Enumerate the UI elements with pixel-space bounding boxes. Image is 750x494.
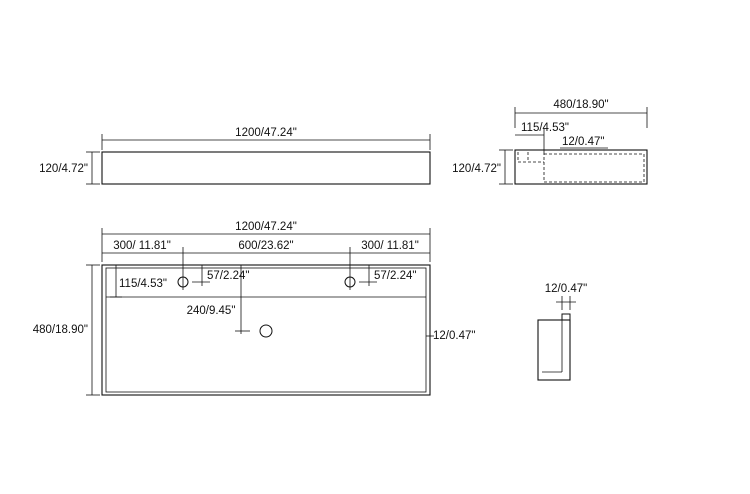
top-view: 1200/47.24" 300/ 11.81" 600/23.62" 300/ … [33,221,475,396]
side-view-hidden-basin [543,153,645,183]
side-wall-label: 12/0.47" [562,136,604,148]
side-offset-label: 115/4.53" [521,122,569,134]
front-view: 1200/47.24" 120/4.72" [39,127,431,185]
side-view-hidden-step [517,152,544,163]
top-hole-offset-label: 115/4.53" [119,278,167,290]
top-drain-label: 240/9.45" [187,305,236,317]
drain-hole [259,324,273,338]
front-width-label: 1200/47.24" [235,127,297,139]
section-wall-profile [538,313,571,380]
top-hole-right-label: 57/2.24" [374,270,416,282]
section-view: 12/0.47" [537,283,587,381]
front-height-label: 120/4.72" [39,163,88,175]
top-hole-left-label: 57/2.24" [207,270,249,282]
side-height-label: 120/4.72" [452,163,501,175]
top-left-segment-label: 300/ 11.81" [113,240,171,252]
section-outline [537,319,571,381]
side-view: 480/18.90" 115/4.53" 12/0.47" 120/4.72" [452,99,648,185]
top-right-segment-label: 300/ 11.81" [361,240,419,252]
section-wall-label: 12/0.47" [545,283,587,295]
top-view-inner-rim [105,267,427,393]
side-view-outline [514,149,648,185]
top-wall-label: 12/0.47" [433,330,475,342]
front-view-outline [101,151,431,185]
top-depth-label: 480/18.90" [33,324,88,336]
top-center-segment-label: 600/23.62" [238,240,293,252]
top-width-label: 1200/47.24" [235,221,297,233]
top-view-outline [101,264,431,396]
side-depth-label: 480/18.90" [553,99,608,111]
